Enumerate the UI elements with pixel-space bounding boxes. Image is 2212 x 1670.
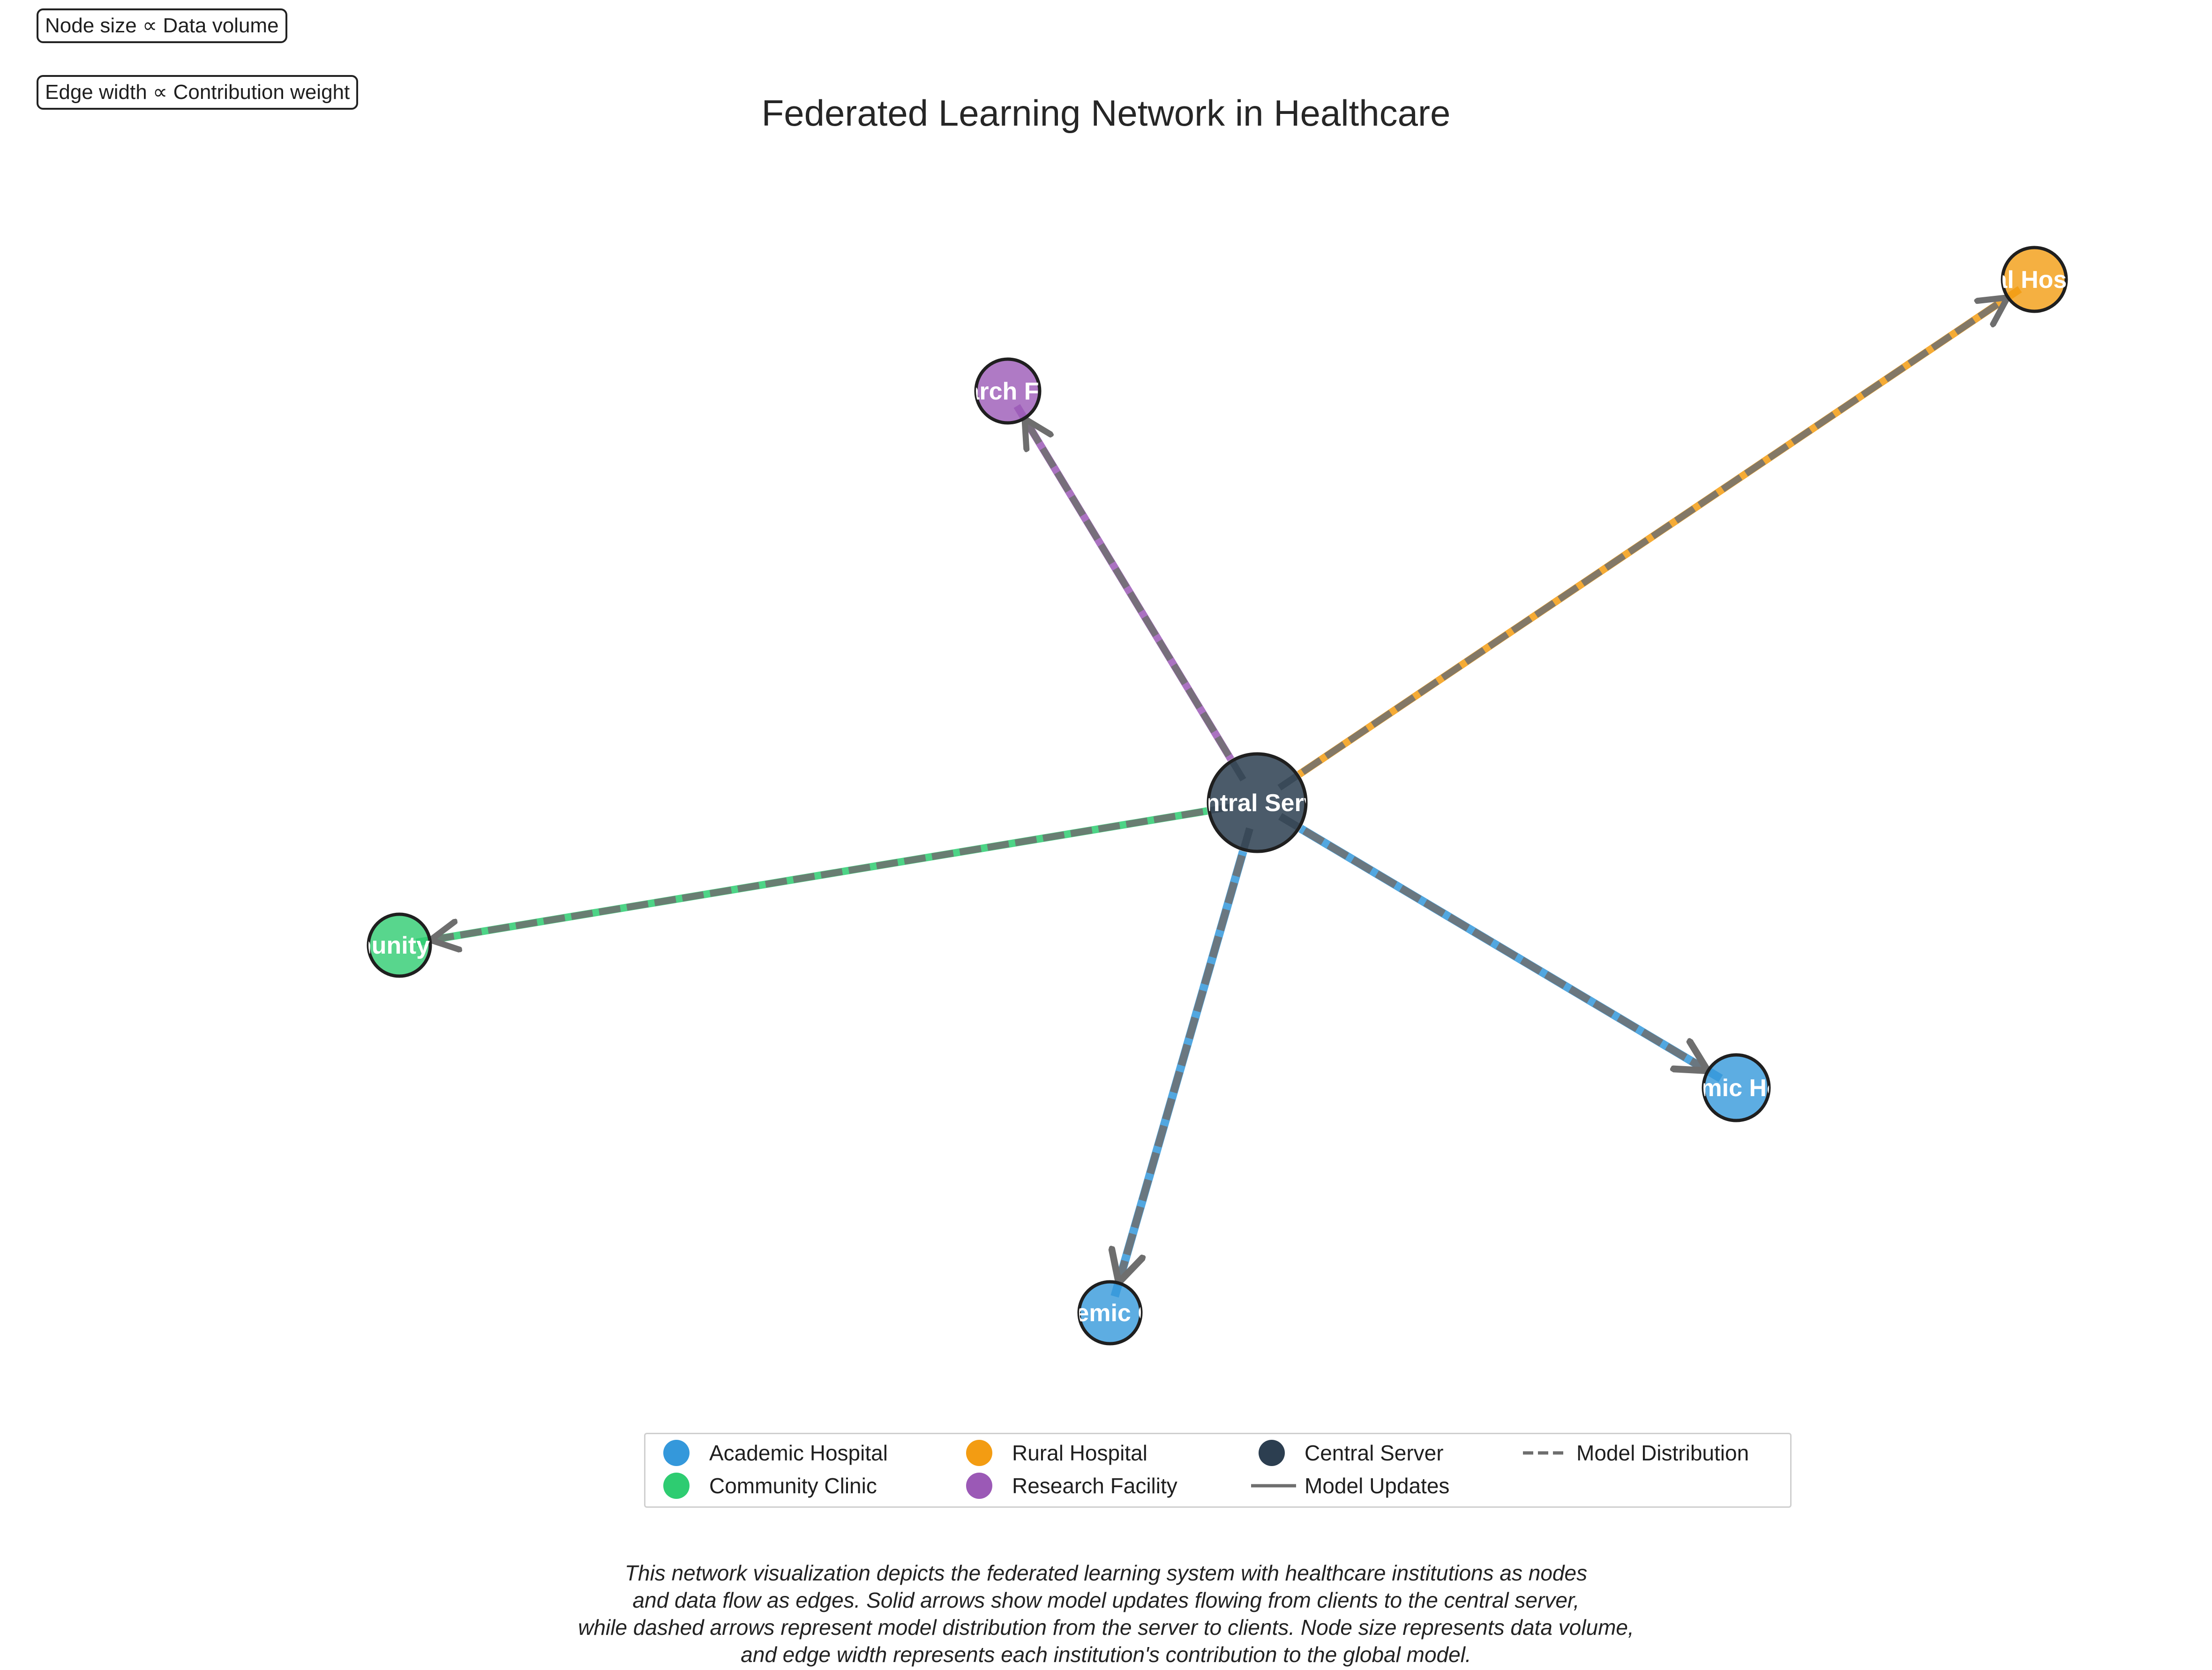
node-layer: Central Server Research Facility Rural Hos… [296, 246, 2117, 1346]
edge-model-distribution-research [1025, 420, 1246, 782]
legend: Academic Hospital Community Clinic Rural… [644, 1433, 1792, 1508]
node-label: Rural Hospital [1952, 266, 2117, 293]
node-circle [1077, 1280, 1143, 1346]
node-rural: Rural Hospital [1952, 246, 2117, 313]
legend-item-academic-hospital: Academic Hospital [663, 1440, 888, 1466]
node-circle [1207, 752, 1308, 853]
legend-item-research-facility: Research Facility [966, 1473, 1177, 1499]
node-label: Academic Hospital [1627, 1075, 1845, 1102]
legend-swatch-solid-line [1250, 1473, 1297, 1499]
legend-item-model-distribution: Model Distribution [1522, 1440, 1749, 1466]
node-research: Research Facility [907, 357, 1108, 425]
node-central: Central Server [1174, 752, 1341, 853]
node-circle [1702, 1053, 1771, 1122]
node-academic-hosp: Academic Hospital [1627, 1053, 1845, 1122]
edge-layer [415, 286, 2022, 1298]
edge-model-distribution-academic_clinic [1119, 827, 1253, 1281]
node-circle [367, 912, 432, 978]
legend-label: Central Server [1305, 1441, 1444, 1465]
caption-line: This network visualization depicts the f… [624, 1561, 1588, 1585]
legend-item-community-clinic: Community Clinic [663, 1473, 877, 1499]
node-community: Community Clinic [296, 912, 503, 978]
legend-label: Academic Hospital [709, 1441, 888, 1465]
legend-label: Community Clinic [709, 1474, 877, 1498]
legend-item-central-server: Central Server [1259, 1440, 1444, 1466]
edge-model-distribution-community [432, 804, 1231, 940]
legend-item-rural-hospital: Rural Hospital [966, 1440, 1147, 1466]
legend-label: Model Updates [1305, 1474, 1450, 1498]
legend-label: Model Distribution [1576, 1441, 1749, 1465]
legend-label: Rural Hospital [1012, 1441, 1147, 1465]
node-size-annotation: Node size ∝ Data volume [37, 8, 287, 43]
node-circle [974, 357, 1042, 425]
caption-line: and edge width represents each instituti… [741, 1642, 1471, 1667]
node-label: Academic Clinic [1016, 1300, 1204, 1327]
legend-swatch-rural-hospital [966, 1440, 992, 1466]
caption-line: and data flow as edges. Solid arrows sho… [632, 1588, 1580, 1612]
edge-width-annotation: Edge width ∝ Contribution weight [37, 75, 359, 110]
node-label: Research Facility [907, 378, 1108, 405]
node-label: Community Clinic [296, 932, 503, 959]
caption: This network visualization depicts the f… [0, 1559, 2212, 1668]
legend-swatch-academic-hospital [663, 1440, 690, 1466]
node-academic-clinic: Academic Clinic [1016, 1280, 1204, 1346]
caption-line: while dashed arrows represent model dist… [578, 1615, 1634, 1640]
legend-label: Research Facility [1012, 1474, 1177, 1498]
diagram-title: Federated Learning Network in Healthcare [761, 92, 1451, 134]
legend-item-model-updates: Model Updates [1250, 1473, 1449, 1499]
edge-model-distribution-rural [1277, 298, 2006, 791]
node-label: Central Server [1174, 790, 1341, 817]
legend-swatch-community-clinic [663, 1473, 690, 1499]
legend-swatch-dashed-line [1522, 1440, 1569, 1466]
legend-swatch-research-facility [966, 1473, 992, 1499]
legend-swatch-central-server [1259, 1440, 1285, 1466]
edge-model-distribution-academic_hosp [1278, 813, 1706, 1070]
node-circle [2001, 246, 2068, 313]
